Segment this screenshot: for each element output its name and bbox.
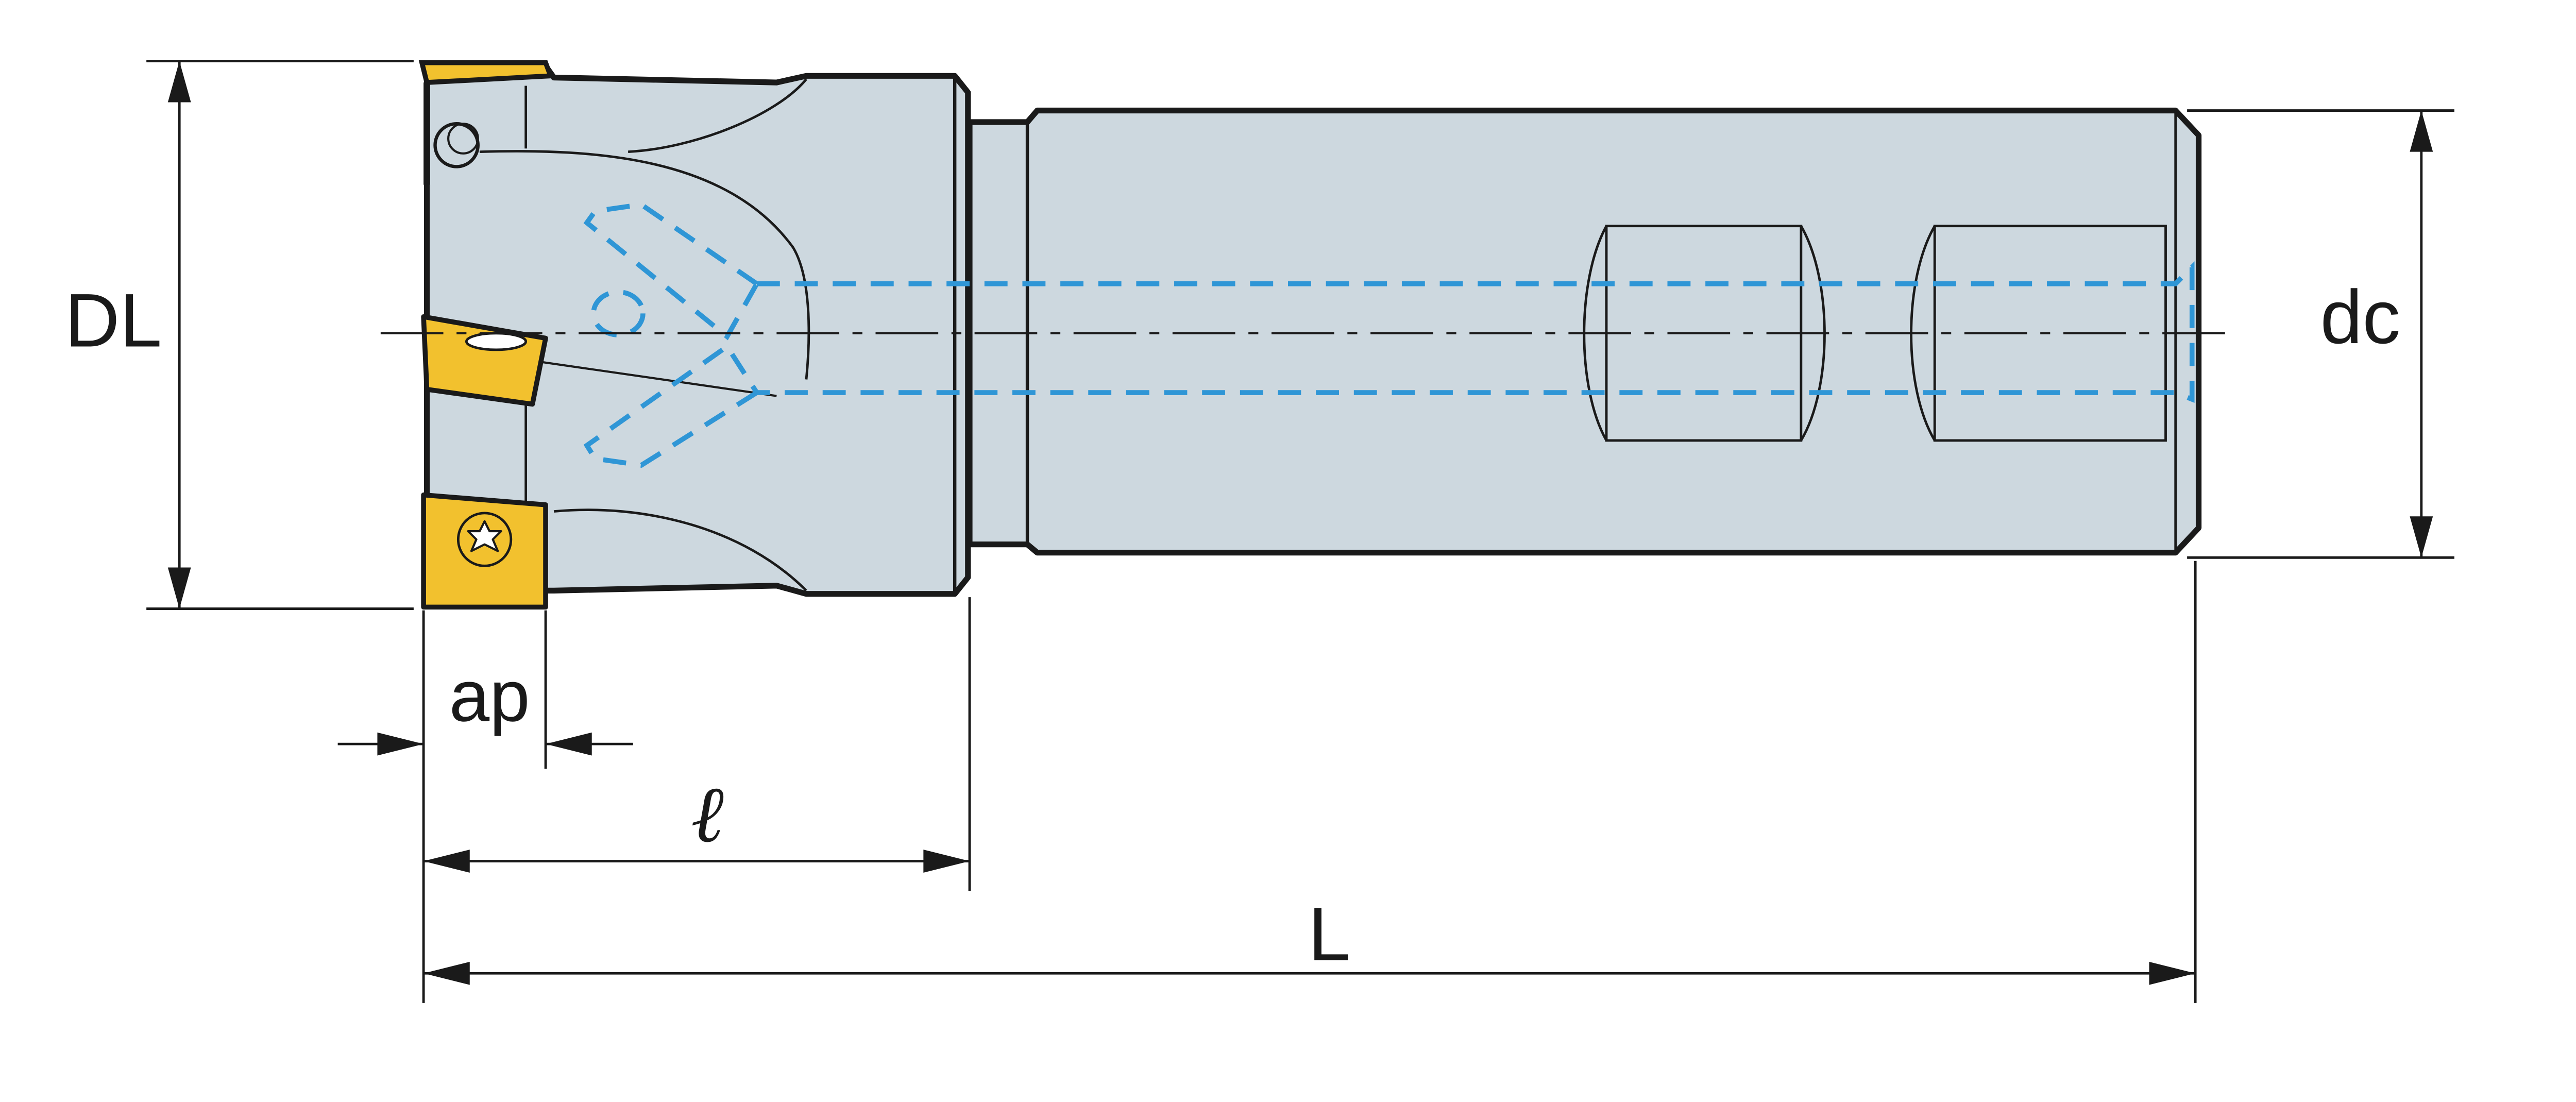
insert-middle-hole: [465, 332, 528, 351]
coolant-outlet: [591, 289, 646, 337]
flute-curve-upper-2: [628, 78, 807, 153]
coolant-bore: [756, 261, 2195, 403]
dc-label: dc: [2320, 275, 2401, 360]
flute-curve-lower: [553, 508, 807, 592]
dl-label: DL: [65, 278, 162, 363]
clamp-hole: [433, 122, 480, 168]
ap-label: ap: [449, 655, 530, 736]
coolant-channels: [583, 202, 2195, 468]
l-label: L: [1308, 892, 1350, 977]
inserts: [418, 60, 554, 610]
coolant-channel-lower: [583, 343, 759, 468]
ell-label: ℓ: [691, 771, 724, 859]
dimension-lines: [146, 60, 2454, 1003]
coolant-channel-upper: [583, 202, 759, 341]
flute-curve-upper: [479, 150, 810, 380]
cutter-head: [423, 63, 971, 597]
torx-screw-icon: [456, 512, 513, 567]
insert-top: [418, 60, 554, 86]
tool-body: [423, 63, 2202, 597]
clamp-hole-inner: [447, 123, 479, 155]
